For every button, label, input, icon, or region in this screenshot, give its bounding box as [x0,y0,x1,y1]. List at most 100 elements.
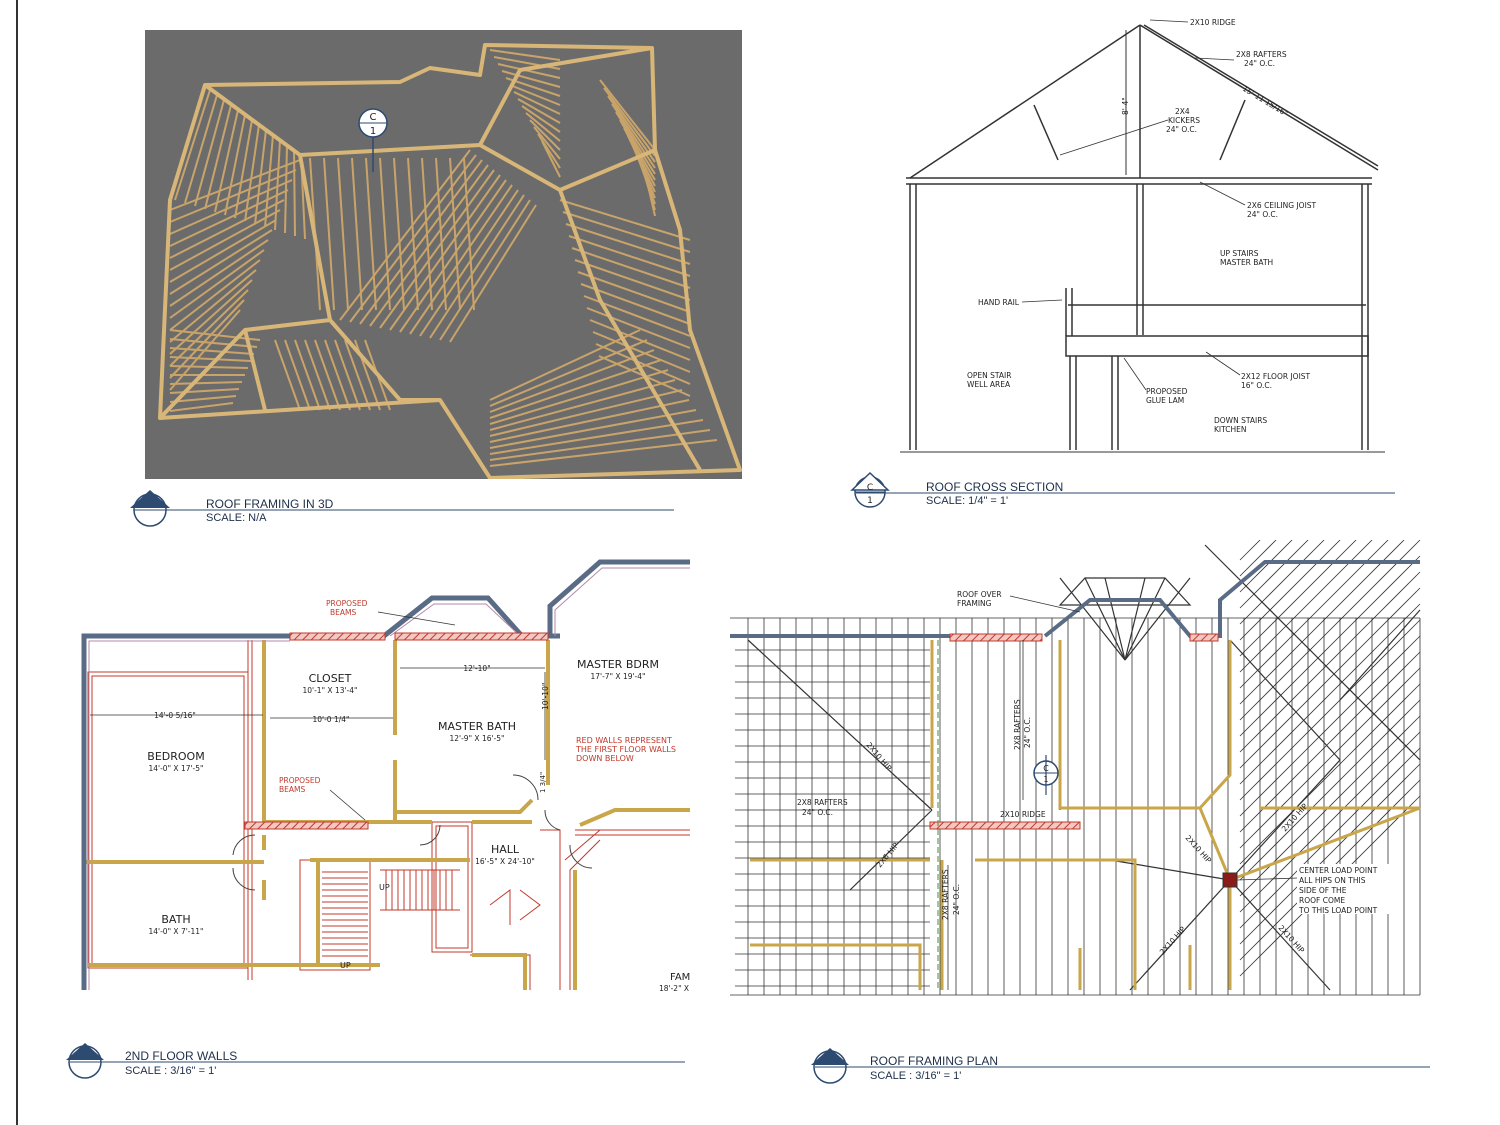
label-roof-over-2: FRAMING [957,599,992,608]
rafter-3d [489,359,662,419]
plan-ridge-beam [929,821,1081,830]
label-center-4: ROOF COME [1299,896,1345,905]
dim-10-0: 10'-0 1/4" [313,715,350,724]
label-kickers-2: KICKERS [1168,116,1200,125]
cross-section-title: ROOF CROSS SECTION [926,480,1063,494]
plan-rafter [1239,603,1421,785]
right-rafter [1139,24,1379,171]
left-rafter [909,24,1141,179]
rafter-3d [169,402,234,412]
rafter-3d [344,339,371,411]
marker-3d-bottom: 1 [370,126,376,137]
floor-walls-view [81,559,690,990]
rafter-3d [169,289,249,367]
rafter-3d [293,149,296,237]
rafter-3d [489,379,676,431]
marker-section-bottom: 1 [867,496,873,506]
marker-plan-top: C [1043,764,1049,773]
plan-rafter [1239,635,1421,817]
rafter-3d [449,204,537,343]
floor-walls-labels: PROPOSED BEAMS CLOSET 10'-1" X 13'-4" 12… [147,599,690,993]
rafter-3d [529,119,561,151]
rafter-3d [574,259,691,301]
plan-rafter [1239,540,1373,673]
label-beams-mid-1: PROPOSED [279,776,321,785]
label-rafters-v1: 2X8 RAFTERS [1013,699,1022,750]
rafter-3d [184,94,218,204]
label-down-2: KITCHEN [1214,425,1247,434]
rafter-3d [489,369,669,425]
rafter-3d [559,199,691,241]
center-load-note: CENTER LOAD POINT ALL HIPS ON THIS SIDE … [1297,864,1393,915]
rafter-3d [489,349,655,413]
label-open-1: OPEN STAIR [967,371,1011,380]
rafter-3d [169,259,261,331]
rafter-3d [169,388,240,394]
proposed-beam-top-right [394,632,549,641]
center-load-point [1222,872,1238,888]
rafter-3d [565,223,691,265]
marker-section-top: C [867,483,873,493]
label-fam: FAM [670,972,690,983]
label-ceiling-2: 24" O.C. [1247,210,1278,219]
rafter-3d [429,194,525,339]
section-marker-3d: C 1 [358,108,388,172]
plan-wall-overlay [750,640,1421,990]
rafter-3d [351,157,363,311]
rafter-3d [369,164,489,327]
rafter-3d [339,149,471,321]
label-closet-dim: 10'-1" X 13'-4" [303,686,358,695]
rafter-3d [489,339,648,407]
plan-rafter [1239,667,1421,849]
rafter-3d [489,399,690,443]
plan-rafter [1239,571,1421,753]
rafter-3d [334,339,361,411]
rafter-3d [254,129,267,225]
rafter-3d [284,339,311,411]
rafter-3d [517,98,561,124]
rafter-3d [169,395,237,403]
proposed-beam-mid [244,821,369,830]
left-kicker [1033,104,1059,161]
label-hall: HALL [491,843,520,856]
rafter-3d [169,279,253,355]
label-red-note-3: DOWN BELOW [576,754,634,763]
plan-exterior-walls [730,560,1420,638]
cross-section-scale: SCALE: 1/4" = 1' [926,495,1008,507]
rafter-3d [169,249,265,319]
rafter-3d [169,269,257,343]
rafter-3d [521,105,561,133]
label-kickers-1: 2X4 [1175,107,1190,116]
framing-plan-view: C 1 [730,540,1421,996]
marker-3d-top: C [370,112,377,123]
label-fam-dim: 18'-2" X [659,984,689,993]
rafter-3d [389,174,501,331]
label-beams-top-1: PROPOSED [326,599,368,608]
rafter-3d [489,409,697,449]
label-height: 8'-4" [1121,97,1130,115]
label-ridge: 2X10 RIDGE [1000,810,1046,819]
label-hip-6: 2X10 HIP [1277,923,1307,955]
rafter-3d [294,339,321,411]
rafter-3d [497,63,561,79]
dim-12-10: 12'-10" [463,664,490,673]
label-beams-top-2: BEAMS [330,608,356,617]
rafter-3d [489,439,718,467]
plan-rafter [1239,540,1341,641]
label-bath: BATH [161,913,190,926]
rafter-3d [393,157,405,311]
label-rafters-v3: 2X8 RAFTERS [941,869,950,920]
label-center-2: ALL HIPS ON THIS [1299,876,1366,885]
plan-rafter [1239,651,1421,833]
label-hip-4: 2X10 HIP [1280,802,1310,834]
rafter-3d [489,49,561,61]
rafter-3d [169,169,297,223]
plan-rafter [1239,540,1277,577]
plan-beam-right [1189,633,1219,642]
label-master-bath: MASTER BATH [438,720,516,733]
rafter-3d [169,209,281,271]
rafter-3d [489,419,704,455]
label-hall-dim: 16'-5" X 24'-10" [475,857,535,866]
label-up-1: UP STAIRS [1220,249,1259,258]
